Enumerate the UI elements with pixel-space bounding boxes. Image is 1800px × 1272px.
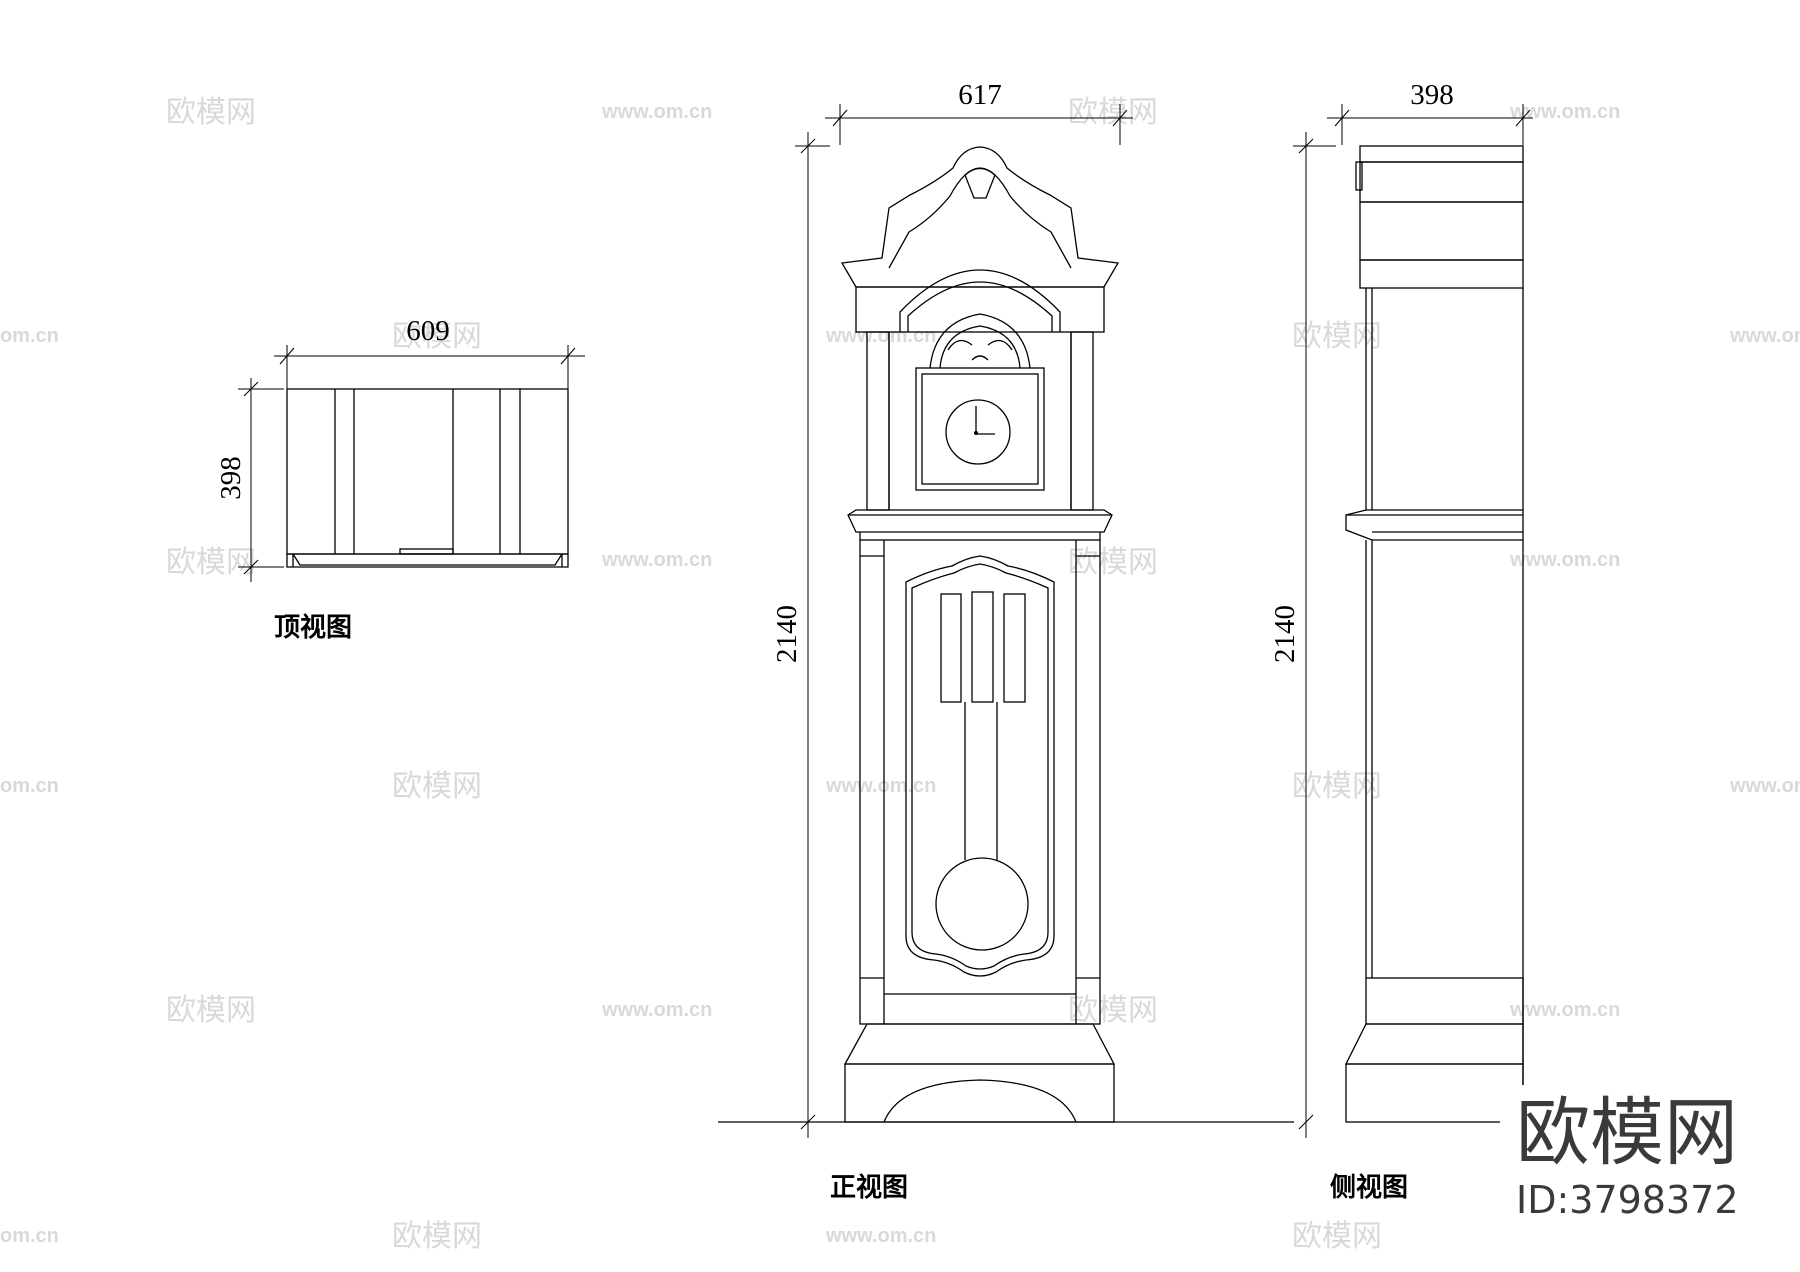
watermark-logo: 欧模网: [392, 1220, 482, 1253]
front-view-height-label: 2140: [771, 605, 803, 663]
watermark-url: www.om.cn: [825, 325, 936, 347]
side-clock-outline: [1344, 145, 1524, 1123]
top-view-width-label: 609: [406, 315, 450, 347]
watermark-logo: 欧模网: [166, 546, 256, 579]
pendulum-bob: [935, 857, 1029, 951]
watermark-logo: 欧模网: [166, 96, 256, 129]
brand-logo: 欧模网: [1516, 1090, 1738, 1176]
brand-id: ID:3798372: [1516, 1178, 1739, 1222]
watermark-logo: 欧模网: [1292, 770, 1382, 803]
front-view-height-dimension: 2140: [771, 132, 830, 1138]
watermark-url: www.om.cn: [601, 549, 712, 571]
side-view-height-dimension: 2140: [1269, 132, 1336, 1138]
watermark-url: om.cn: [0, 325, 59, 347]
watermark-logo: 欧模网: [392, 770, 482, 803]
side-view-height-label: 2140: [1269, 605, 1301, 663]
top-view-width-dimension: 609: [274, 315, 585, 392]
clock-face: [945, 399, 1011, 465]
side-view: 398 2140: [1269, 79, 1533, 1203]
watermark-url: om.cn: [0, 775, 59, 797]
watermark-logo: 欧模网: [1068, 994, 1158, 1027]
watermark-logo: 欧模网: [1292, 1220, 1382, 1253]
top-view-outline: [286, 388, 569, 568]
watermark-logo: 欧模网: [392, 320, 482, 353]
top-view-depth-dimension: 398: [215, 378, 284, 582]
clock-dial-box: [915, 367, 1045, 491]
front-view: 617 2140: [718, 79, 1294, 1203]
top-view-depth-label: 398: [215, 456, 247, 500]
watermark-url: om.cn: [0, 1225, 59, 1247]
watermark-url: www.om.cn: [1509, 999, 1620, 1021]
watermark-url: www.om.cn: [601, 999, 712, 1021]
watermark-logo: 欧模网: [166, 994, 256, 1027]
watermark-logo: 欧模网: [1068, 546, 1158, 579]
watermark-url: www.om.cn: [1509, 101, 1620, 123]
front-clock-outline: [840, 146, 1120, 1123]
watermark-url: www.om.cn: [1729, 775, 1800, 797]
watermark-layer: 欧模网 www.om.cn 欧模网 www.om.cn om.cn 欧模网 ww…: [0, 96, 1800, 1253]
side-view-depth-label: 398: [1410, 79, 1454, 111]
side-view-depth-dimension: 398: [1327, 79, 1533, 145]
top-view: 609 398 顶视图: [215, 315, 585, 643]
side-view-caption: 侧视图: [1330, 1173, 1408, 1203]
front-view-width-label: 617: [958, 79, 1002, 111]
top-view-caption: 顶视图: [274, 613, 352, 643]
watermark-url: www.om.cn: [601, 101, 712, 123]
watermark-logo: 欧模网: [1068, 96, 1158, 129]
watermark-url: www.om.cn: [825, 1225, 936, 1247]
watermark-logo: 欧模网: [1292, 320, 1382, 353]
watermark-url: www.om.cn: [825, 775, 936, 797]
brand-block: 欧模网 ID:3798372: [1500, 1085, 1800, 1250]
watermark-url: www.om.cn: [1509, 549, 1620, 571]
watermark-url: www.om.cn: [1729, 325, 1800, 347]
front-view-caption: 正视图: [830, 1173, 908, 1203]
front-view-width-dimension: 617: [825, 79, 1133, 145]
